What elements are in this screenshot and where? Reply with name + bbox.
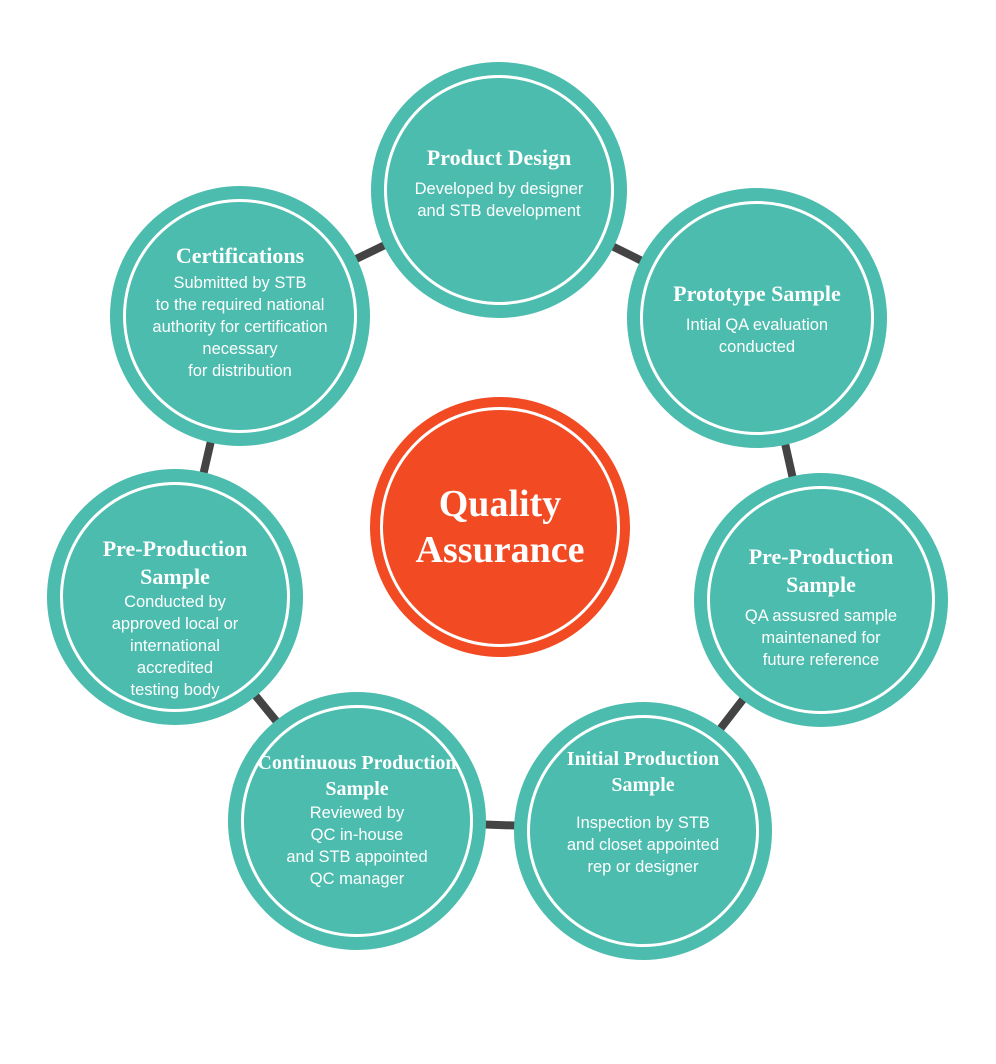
step-title: Continuous Production Sample: [257, 752, 457, 800]
step-pre-production-sample-testing: Pre-Production Sample Conducted by appro…: [47, 469, 303, 725]
step-title: Prototype Sample: [673, 281, 841, 306]
step-title: Product Design: [426, 145, 572, 170]
step-description: QA assusred sample maintenaned for futur…: [744, 607, 898, 669]
step-title: Pre-Production Sample: [102, 536, 248, 589]
step-description: Reviewed by QC in-house and STB appointe…: [286, 804, 428, 888]
step-description: Submitted by STB to the required nationa…: [152, 274, 328, 380]
center-quality-assurance: Quality Assurance: [370, 397, 630, 657]
step-pre-production-sample-qa: Pre-Production Sample QA assusred sample…: [694, 473, 948, 727]
step-certifications: Certifications Submitted by STB to the r…: [110, 186, 370, 446]
step-title: Pre-Production Sample: [748, 544, 894, 597]
step-initial-production-sample: Initial Production Sample Inspection by …: [514, 702, 772, 960]
step-description: Conducted by approved local or internati…: [111, 593, 239, 699]
step-product-design: Product Design Developed by designer and…: [371, 62, 627, 318]
step-prototype-sample: Prototype Sample Intial QA evaluation co…: [627, 188, 887, 448]
step-description: Developed by designer and STB developmen…: [414, 180, 584, 220]
step-continuous-production-sample: Continuous Production Sample Reviewed by…: [228, 692, 486, 950]
step-description: Inspection by STB and closet appointed r…: [566, 814, 720, 876]
step-title: Certifications: [175, 243, 305, 268]
step-description: Intial QA evaluation conducted: [685, 316, 829, 356]
step-title: Initial Production Sample: [566, 748, 720, 796]
center-title: Quality Assurance: [415, 483, 585, 571]
